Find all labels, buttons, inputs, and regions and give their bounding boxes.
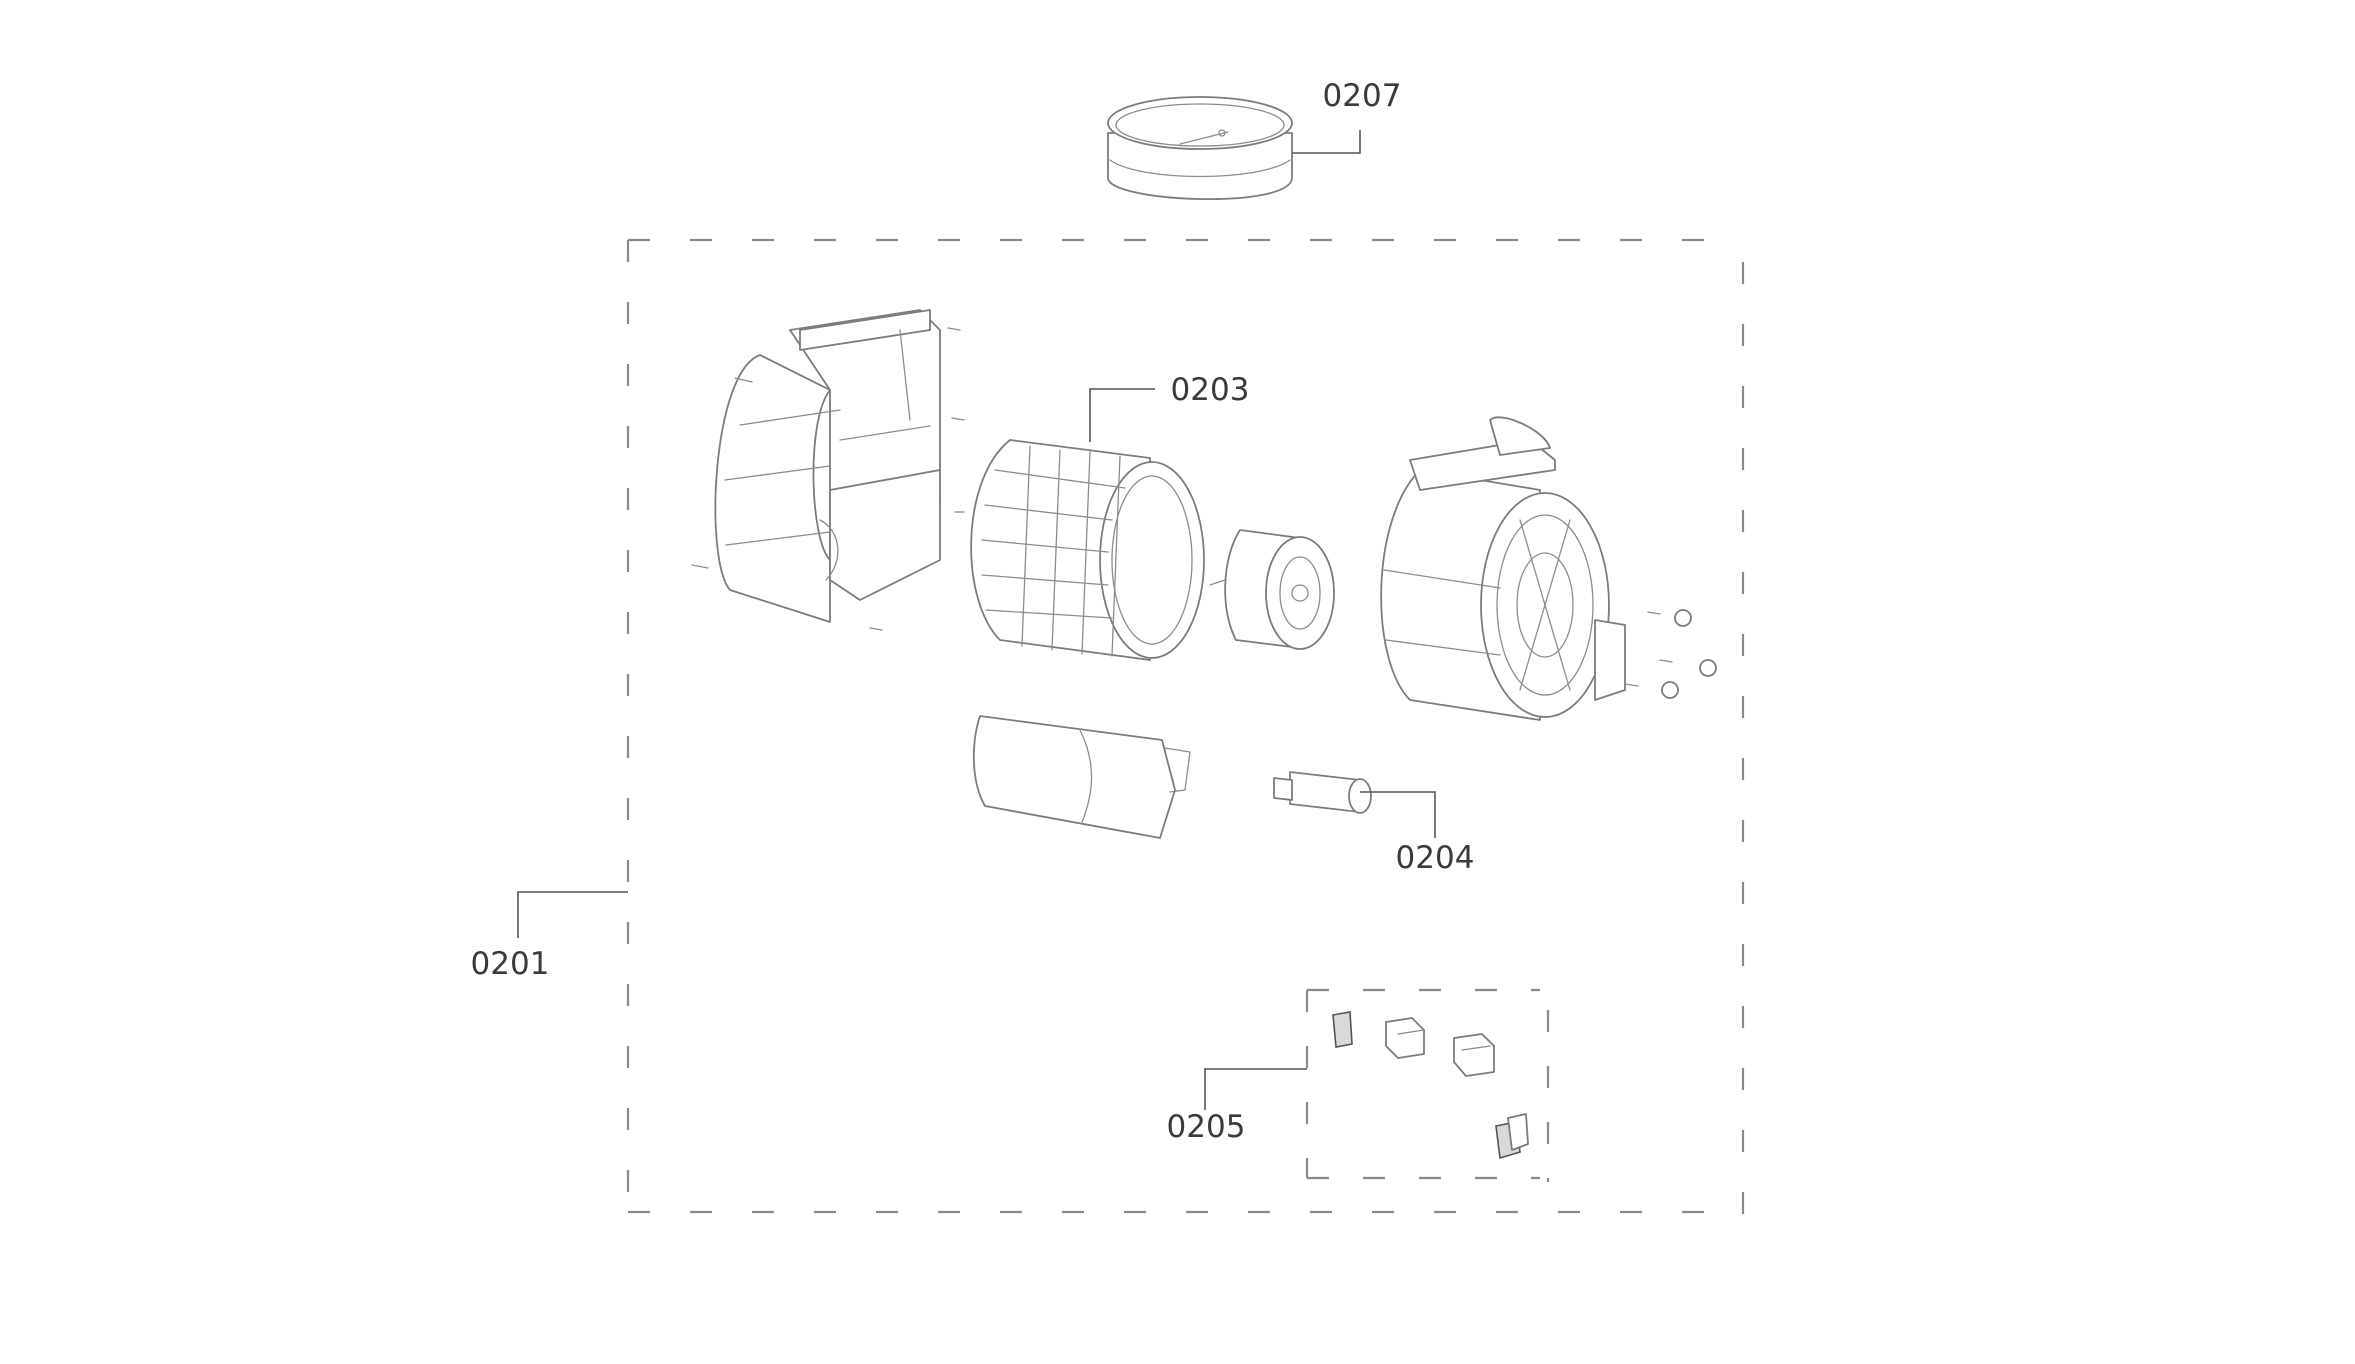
connector-items xyxy=(1332,1011,1529,1160)
callout-0203: 0203 xyxy=(1171,372,1250,408)
leader-lines xyxy=(517,130,1436,1110)
left-housing-part xyxy=(691,309,965,631)
assembly-boundary-0201 xyxy=(626,238,1745,1220)
duct-ring-part xyxy=(1107,96,1293,200)
fan-wheel-part xyxy=(970,439,1205,661)
callout-0201: 0201 xyxy=(471,946,550,982)
right-housing-part xyxy=(1380,416,1717,721)
motor-part xyxy=(1209,529,1335,650)
callout-0204: 0204 xyxy=(1396,840,1475,876)
callout-labels: 0207 0203 0204 0201 0205 xyxy=(471,78,1475,1145)
connector-kit-boundary xyxy=(1305,988,1550,1182)
callout-0205: 0205 xyxy=(1167,1109,1246,1145)
scroll-plate-part xyxy=(972,715,1191,839)
callout-0207: 0207 xyxy=(1323,78,1402,114)
capacitor-part xyxy=(1273,771,1372,814)
